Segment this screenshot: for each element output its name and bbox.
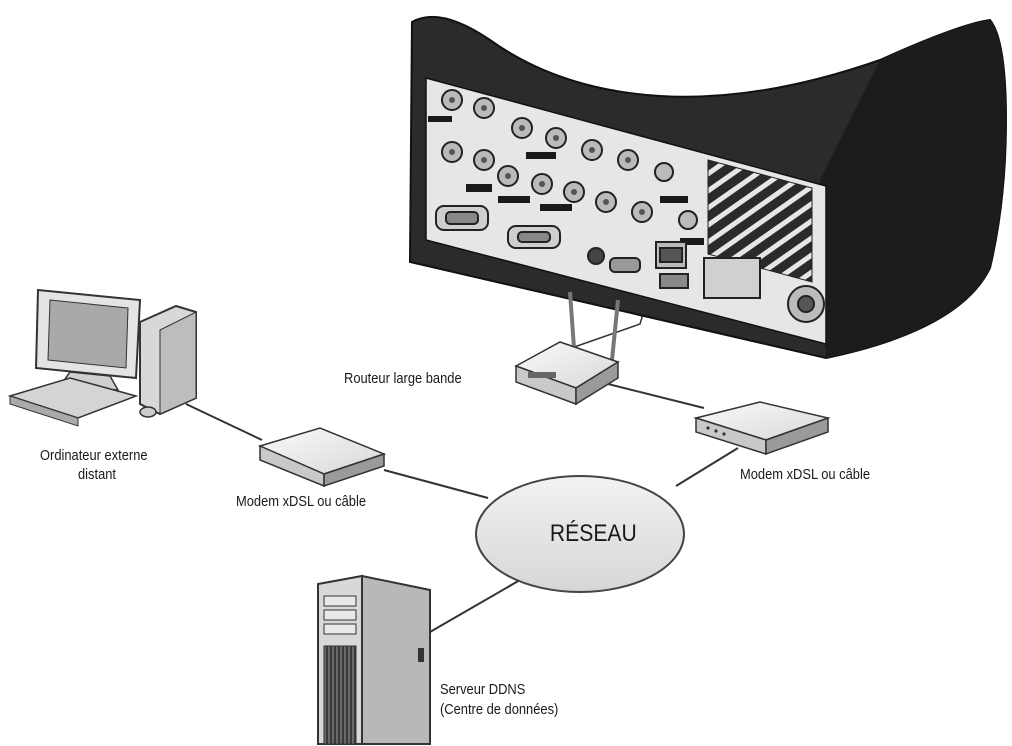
link-network-modem [675,447,739,487]
connection-lines [185,257,739,633]
dvr-device [408,15,1008,360]
modem-left [257,427,387,488]
link-network-server [429,579,521,633]
link-router-modem [599,381,705,409]
network-label: RÉSEAU [549,520,637,547]
link-pc-modem [185,403,263,441]
modem-right [693,401,831,456]
rear-connectors [435,205,825,323]
remote-pc-label-line1: Ordinateur externe [40,447,148,464]
remote-computer [7,288,197,427]
remote-pc-label-line2: distant [78,466,117,483]
link-modem-network [383,469,489,499]
server-label-line2: (Centre de données) [440,701,559,718]
dvr-vent [707,159,813,283]
modem-right-label: Modem xDSL ou câble [740,466,871,483]
broadband-router [514,291,620,406]
network-cloud [475,475,685,593]
ddns-server [317,574,431,745]
server-label-line1: Serveur DDNS [440,681,526,698]
router-label: Routeur large bande [344,370,462,387]
modem-left-label: Modem xDSL ou câble [236,493,367,510]
